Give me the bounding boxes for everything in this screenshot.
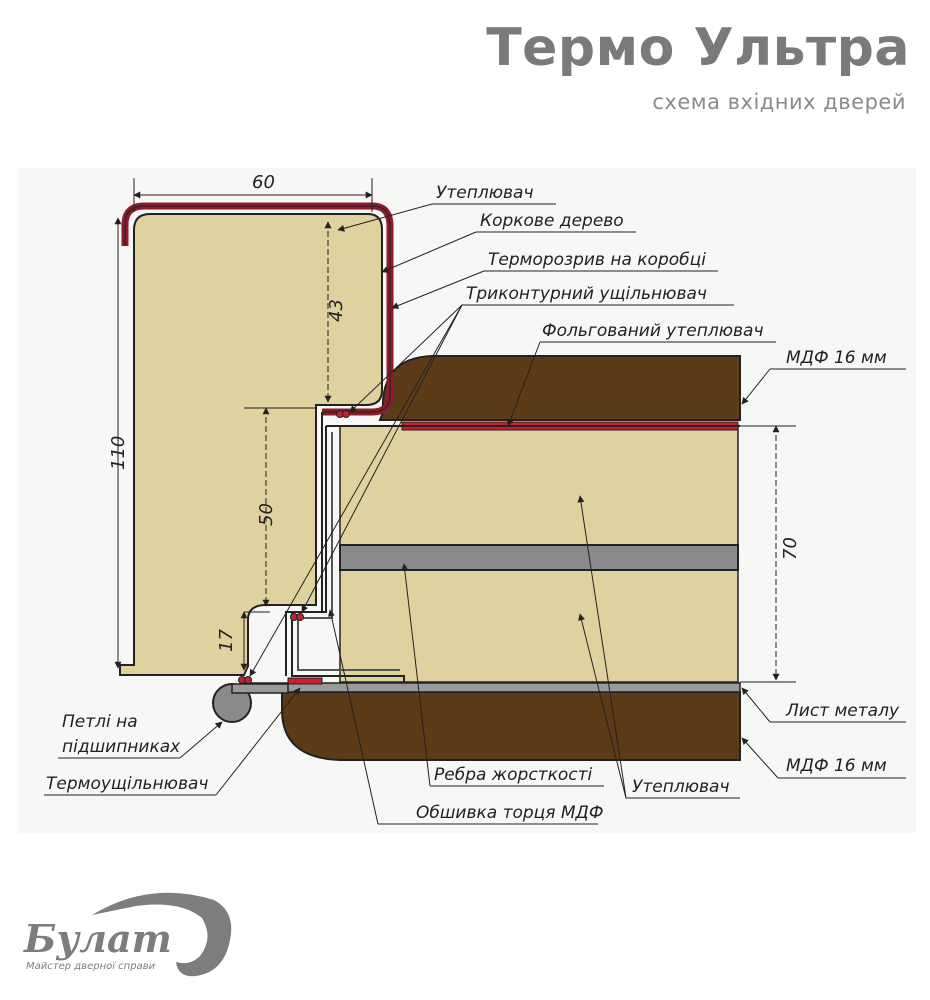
label-stiffening-ribs: Ребра жорсткості <box>434 765 592 785</box>
door-frame-profile <box>119 213 383 676</box>
label-hinges-line1: Петлі на <box>62 712 138 732</box>
bulat-logo: Булат Майстер дверної справи <box>23 892 232 977</box>
door-leaf-profile <box>291 425 740 683</box>
page-title: Термо Ультра <box>486 18 910 78</box>
label-thermal-break: Терморозрив на коробці <box>488 250 706 270</box>
label-thermo-seal: Термоущільнювач <box>46 774 208 794</box>
frame-trim-outline <box>124 205 391 413</box>
mdf-bottom-panel <box>281 691 741 761</box>
dim-width-60: 60 <box>252 172 275 193</box>
dim-height-43: 43 <box>326 299 347 322</box>
page-subtitle: схема вхідних дверей <box>652 90 906 114</box>
label-hinges-line2: підшипниках <box>62 737 181 757</box>
label-triple-seal: Триконтурний ущільнювач <box>466 284 707 304</box>
label-cork-wood: Коркове дерево <box>480 211 624 231</box>
label-metal-sheet: Лист металу <box>785 701 900 721</box>
hinge-plate <box>231 683 289 694</box>
leader-lines <box>44 203 906 825</box>
dim-height-17: 17 <box>216 629 237 652</box>
label-insulation-top: Утеплювач <box>436 183 534 203</box>
dim-height-110: 110 <box>108 436 129 470</box>
dimension-lines <box>114 178 796 683</box>
dim-thickness-70: 70 <box>780 537 801 560</box>
mdf-top-panel <box>378 355 741 421</box>
label-mdf-edge: Обшивка торця МДФ <box>416 803 603 823</box>
label-foil-insulation: Фольгований утеплювач <box>542 321 764 341</box>
logo-tagline: Майстер дверної справи <box>26 961 156 972</box>
triple-seal-dots <box>238 410 350 684</box>
label-mdf-top: МДФ 16 мм <box>786 348 887 368</box>
thermo-seal-strip <box>287 677 323 685</box>
label-insulation-bottom: Утеплювач <box>632 777 730 797</box>
stiffening-rib <box>339 544 739 571</box>
logo-name: Булат <box>23 916 172 961</box>
logo-swoosh-icon <box>92 892 232 977</box>
dim-height-50: 50 <box>256 503 277 526</box>
label-mdf-bottom: МДФ 16 мм <box>786 756 887 776</box>
